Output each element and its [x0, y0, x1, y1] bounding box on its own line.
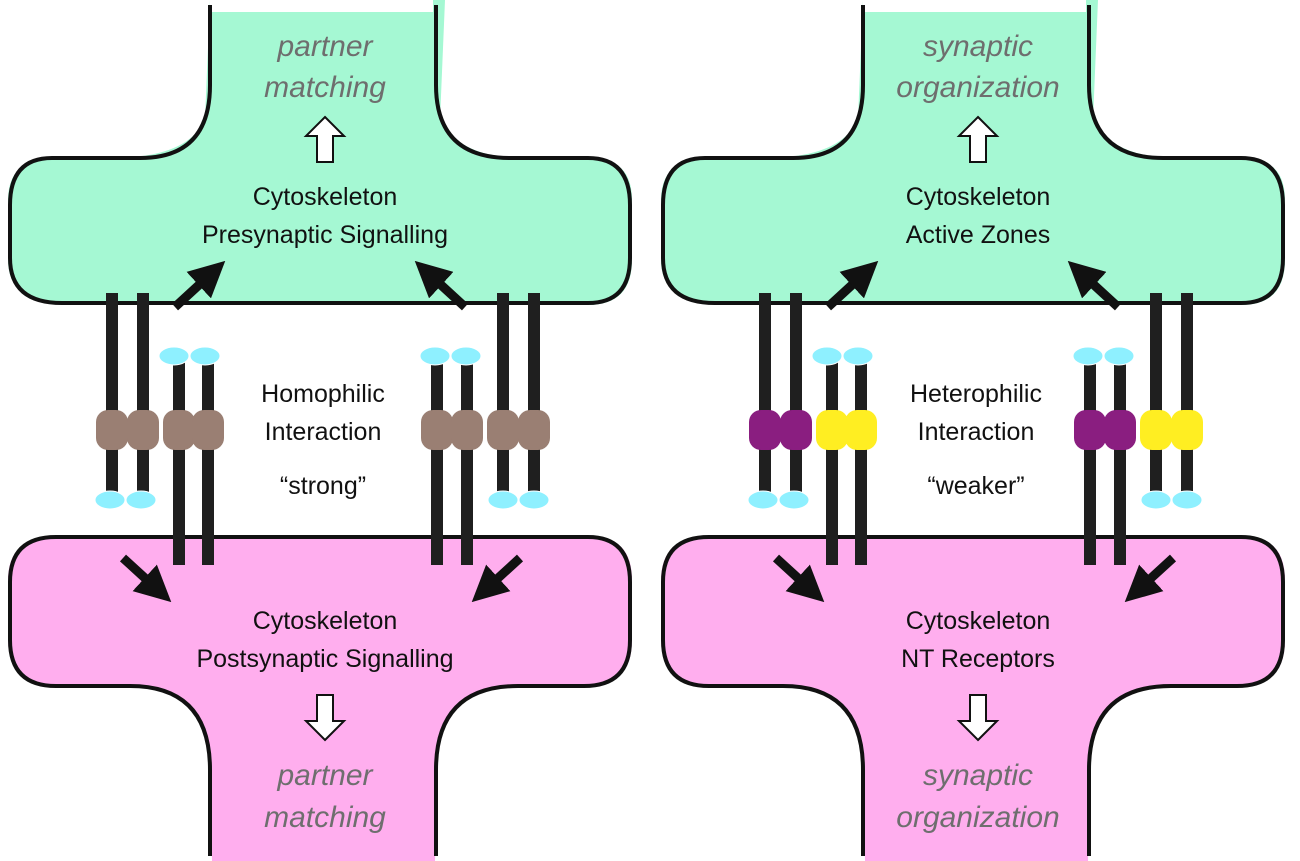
- postsynaptic-membrane: [661, 535, 1285, 856]
- binding-domain: [1074, 410, 1106, 450]
- panel-homophilic: partner matching Cytoskeleton Presynapti…: [8, 0, 632, 861]
- cyan-domain: [1103, 346, 1135, 366]
- pre-outcome-line-1: partner: [276, 30, 373, 63]
- arrow-to-presynaptic: [824, 260, 879, 311]
- cell-adhesion-molecules: [94, 293, 550, 565]
- arrow-to-postsynaptic: [471, 554, 524, 603]
- pre-outcome-line-1: synaptic: [923, 30, 1033, 63]
- presynaptic-membrane: [8, 5, 632, 305]
- cyan-domain: [1171, 490, 1203, 510]
- cell-adhesion-molecules: [747, 293, 1203, 565]
- cyan-domain: [778, 490, 810, 510]
- molecule-bar: [759, 293, 771, 503]
- binding-domain: [518, 410, 550, 450]
- molecule-bar: [497, 293, 509, 503]
- cyan-domain: [811, 346, 843, 366]
- cyan-domain: [1072, 346, 1104, 366]
- arrow-to-presynaptic: [171, 260, 226, 311]
- cyan-domain: [747, 490, 779, 510]
- pre-outcome-line-2: matching: [264, 71, 386, 104]
- molecule-bar: [173, 355, 185, 565]
- binding-domain: [127, 410, 159, 450]
- binding-domain: [780, 410, 812, 450]
- cyan-domain: [94, 490, 126, 510]
- outcome-arrows: [303, 115, 347, 742]
- signal-arrows: [772, 260, 1177, 603]
- molecule-bar: [461, 355, 473, 565]
- post-outcome-line-2: organization: [896, 801, 1059, 834]
- binding-domain: [163, 410, 195, 450]
- cyan-domain: [158, 346, 190, 366]
- cyan-domain: [125, 490, 157, 510]
- molecule-bar: [826, 355, 838, 565]
- molecule-bar: [137, 293, 149, 503]
- binding-domain: [421, 410, 453, 450]
- binding-domain: [749, 410, 781, 450]
- molecule-bar: [202, 355, 214, 565]
- pre-outcome-line-2: organization: [896, 71, 1059, 104]
- molecule-bar: [790, 293, 802, 503]
- molecule-bar: [528, 293, 540, 503]
- binding-domain: [96, 410, 128, 450]
- cyan-domain: [1140, 490, 1172, 510]
- post-outcome-line-2: matching: [264, 801, 386, 834]
- interaction-strength: “strong”: [280, 472, 366, 500]
- molecule-bar: [431, 355, 443, 565]
- cyan-domain: [842, 346, 874, 366]
- arrow-to-presynaptic: [414, 260, 469, 311]
- molecule-bar: [106, 293, 118, 503]
- cyan-domain: [189, 346, 221, 366]
- presynaptic-label-line-2: Active Zones: [906, 221, 1051, 249]
- arrow-to-postsynaptic: [1124, 554, 1177, 603]
- binding-domain: [487, 410, 519, 450]
- post-outcome-line-1: synaptic: [923, 759, 1033, 792]
- down-outline-arrow: [956, 694, 1000, 742]
- interaction-label-line-2: Interaction: [265, 418, 382, 446]
- down-outline-arrow: [303, 694, 347, 742]
- presynaptic-label-line-2: Presynaptic Signalling: [202, 221, 448, 249]
- binding-domain: [816, 410, 848, 450]
- cyan-domain: [518, 490, 550, 510]
- presynaptic-label-line-1: Cytoskeleton: [253, 183, 398, 211]
- binding-domain: [1171, 410, 1203, 450]
- molecule-bar: [1181, 293, 1193, 503]
- interaction-strength: “weaker”: [927, 472, 1024, 500]
- molecule-bar: [1114, 355, 1126, 565]
- interaction-label-line-1: Heterophilic: [910, 380, 1042, 408]
- postsynaptic-label-line-2: Postsynaptic Signalling: [196, 645, 453, 673]
- cyan-domain: [487, 490, 519, 510]
- up-outline-arrow: [956, 115, 1000, 163]
- panel-heterophilic: synaptic organization Cytoskeleton Activ…: [661, 0, 1285, 861]
- presynaptic-membrane: [661, 5, 1285, 305]
- binding-domain: [1104, 410, 1136, 450]
- interaction-label-line-2: Interaction: [918, 418, 1035, 446]
- molecule-bar: [1150, 293, 1162, 503]
- postsynaptic-membrane: [8, 535, 632, 856]
- interaction-label-line-1: Homophilic: [261, 380, 385, 408]
- postsynaptic-label-line-1: Cytoskeleton: [906, 607, 1051, 635]
- arrow-to-presynaptic: [1067, 260, 1122, 311]
- postsynaptic-label-line-1: Cytoskeleton: [253, 607, 398, 635]
- molecule-bar: [855, 355, 867, 565]
- binding-domain: [845, 410, 877, 450]
- cyan-domain: [419, 346, 451, 366]
- up-outline-arrow: [303, 115, 347, 163]
- presynaptic-label-line-1: Cytoskeleton: [906, 183, 1051, 211]
- signal-arrows: [119, 260, 524, 603]
- binding-domain: [1140, 410, 1172, 450]
- post-outcome-line-1: partner: [276, 759, 373, 792]
- binding-domain: [451, 410, 483, 450]
- outcome-arrows: [956, 115, 1000, 742]
- arrow-to-postsynaptic: [772, 554, 825, 603]
- binding-domain: [192, 410, 224, 450]
- cyan-domain: [450, 346, 482, 366]
- postsynaptic-label-line-2: NT Receptors: [901, 645, 1055, 673]
- arrow-to-postsynaptic: [119, 554, 172, 603]
- molecule-bar: [1084, 355, 1096, 565]
